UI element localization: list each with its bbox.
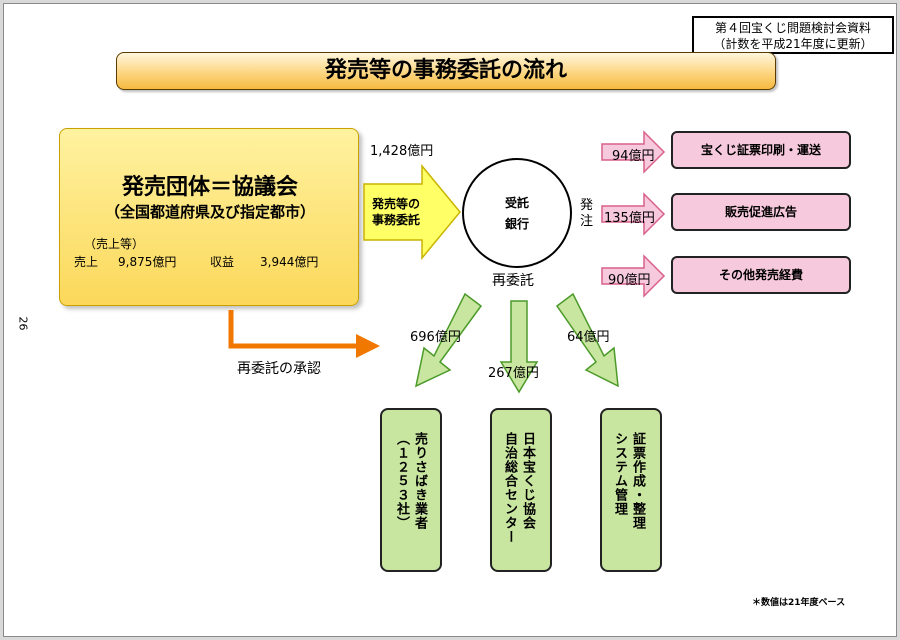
order-amount-1: 94億円	[612, 149, 655, 164]
subcontractor-sub-1: （１２５３社）	[394, 432, 409, 530]
bank-circle: 受託 銀行	[462, 158, 572, 268]
subcontractor-box-3: 証票作成・整理 システム管理	[600, 408, 662, 572]
subcontractor-sub-2: 自治総合センター	[502, 432, 517, 544]
document-label-line2: （計数を平成21年度に更新）	[713, 37, 873, 51]
order-label-line2: 注	[580, 214, 594, 229]
main-flow-label-line2: 事務委託	[371, 213, 420, 227]
sales-value: 9,875億円	[118, 255, 177, 269]
document-label: 第４回宝くじ問題検討会資料 （計数を平成21年度に更新）	[692, 16, 894, 54]
recommission-arrow-2	[499, 300, 539, 394]
bank-label-line2: 銀行	[504, 217, 529, 231]
revenue-value: 3,944億円	[260, 255, 319, 269]
order-label-line1: 発	[580, 198, 594, 213]
arrows-layer	[228, 130, 666, 394]
approval-label: 再委託の承認	[237, 361, 321, 377]
recommission-arrow-3	[555, 292, 619, 388]
order-label: 発 注	[580, 198, 593, 230]
organization-box: 発売団体＝協議会 （全国都道府県及び指定都市） （売上等） 売上 9,875億円…	[59, 128, 359, 306]
organization-subtitle: （全国都道府県及び指定都市）	[104, 203, 315, 221]
order-arrow-2	[601, 192, 666, 236]
subcontractor-amount-2: 267億円	[488, 366, 539, 381]
slide: 第４回宝くじ問題検討会資料 （計数を平成21年度に更新） 発売等の事務委託の流れ…	[3, 3, 897, 637]
sales-label: 売上	[74, 255, 99, 269]
subcontractor-name-1: 売りさばき業者	[412, 432, 427, 530]
order-arrow-3	[601, 254, 666, 298]
revenue-label: 収益	[210, 255, 235, 269]
approval-arrow-line	[228, 310, 356, 349]
subcontractor-sub-3: システム管理	[612, 432, 627, 516]
main-flow-amount: 1,428億円	[370, 144, 434, 159]
subcontractor-amount-3: 64億円	[567, 330, 610, 345]
bank-label-line1: 受託	[504, 196, 529, 210]
order-amount-3: 90億円	[608, 273, 651, 288]
subcontractor-box-2: 日本宝くじ協会 自治総合センター	[490, 408, 552, 572]
subcontractor-name-3: 証票作成・整理	[630, 432, 645, 530]
approval-arrow-head	[356, 334, 380, 358]
main-flow-label-line1: 発売等の	[371, 197, 420, 211]
document-label-line1: 第４回宝くじ問題検討会資料	[714, 21, 871, 35]
subcontractor-amount-1: 696億円	[410, 330, 461, 345]
subcontractor-name-2: 日本宝くじ協会	[520, 432, 535, 530]
order-box-2: 販売促進広告	[671, 193, 851, 231]
main-flow-label: 発売等の 事務委託	[366, 196, 426, 228]
subcontractor-box-1: 売りさばき業者 （１２５３社）	[380, 408, 442, 572]
footnote: ＊数値は21年度ベース	[752, 598, 846, 608]
order-arrow-1	[601, 130, 666, 174]
recommission-label: 再委託	[492, 273, 534, 289]
order-box-1: 宝くじ証票印刷・運送	[671, 131, 851, 169]
order-amount-2: 135億円	[604, 211, 655, 226]
recommission-arrow-1	[414, 292, 483, 388]
order-box-3: その他発売経費	[671, 256, 851, 294]
page-title: 発売等の事務委託の流れ	[116, 52, 776, 90]
organization-title: 発売団体＝協議会	[121, 175, 298, 200]
organization-note: （売上等）	[84, 237, 145, 251]
main-flow-arrow	[363, 163, 461, 261]
